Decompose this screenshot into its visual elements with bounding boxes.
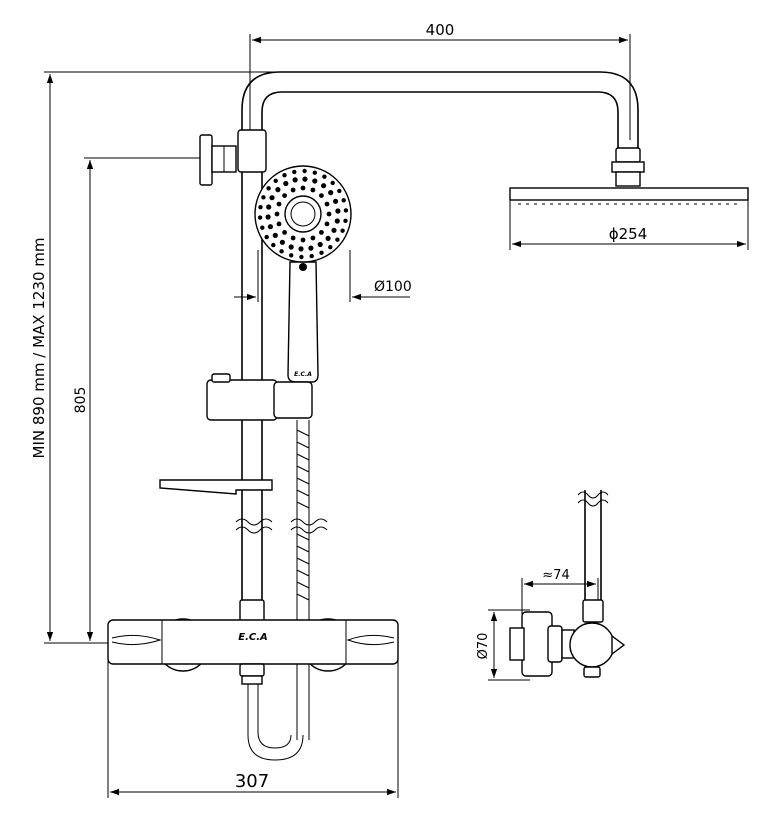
nozzle-dot	[273, 178, 278, 183]
nozzle-dot	[324, 201, 330, 207]
dimension-hand-shower-label: Ø100	[374, 279, 412, 295]
nozzle-dot	[310, 187, 316, 193]
nozzle-dot	[260, 225, 265, 230]
nozzle-dot	[274, 211, 280, 217]
nozzle-dot	[266, 204, 272, 210]
side-view	[509, 490, 626, 678]
nozzle-dot	[269, 195, 275, 201]
dimension-width-top-label: 400	[426, 21, 455, 39]
nozzle-dot	[308, 245, 314, 251]
dimension-body-diameter-label: Ø70	[476, 633, 491, 660]
wall-bracket	[199, 134, 237, 186]
dimension-hand-shower: Ø100	[234, 250, 412, 302]
nozzle-dot	[317, 241, 323, 248]
nozzle-dot	[258, 205, 263, 210]
nozzle-dot	[319, 193, 324, 199]
nozzle-dot	[290, 235, 296, 241]
dimension-height-fixed: 805	[73, 157, 215, 641]
soap-dish	[159, 479, 273, 495]
hand-shower-nozzles	[257, 168, 349, 260]
thermostatic-mixer: E.C.A	[107, 619, 399, 685]
nozzle-dot	[310, 235, 316, 241]
nozzle-dot	[341, 198, 346, 203]
nozzle-dot	[325, 235, 331, 241]
nozzle-dot	[334, 218, 340, 224]
nozzle-dot	[300, 237, 306, 243]
nozzle-dot	[271, 242, 276, 248]
nozzle-dot	[312, 170, 317, 175]
nozzle-dot	[279, 249, 284, 254]
nozzle-dot	[275, 187, 281, 193]
dimension-width-top: 400	[249, 21, 631, 140]
nozzle-dot	[267, 224, 273, 230]
nozzle-dot	[343, 218, 348, 223]
nozzle-dot	[340, 228, 345, 233]
shower-hose	[247, 420, 328, 761]
nozzle-dot	[289, 253, 294, 258]
nozzle-dot	[264, 234, 269, 240]
dimension-wall-offset: ≈74	[521, 568, 599, 616]
nozzle-dot	[299, 254, 304, 260]
dimension-mixer-width-label: 307	[235, 771, 269, 792]
nozzle-dot	[282, 193, 287, 199]
dimension-body-diameter: Ø70	[476, 609, 530, 681]
nozzle-dot	[326, 211, 332, 217]
dimension-height-range: MIN 890 mm / MAX 1230 mm	[30, 71, 280, 644]
nozzle-dot	[283, 180, 289, 187]
nozzle-dot	[328, 190, 334, 196]
nozzle-dot	[261, 195, 266, 200]
nozzle-dot	[343, 208, 349, 213]
nozzle-dot	[324, 221, 330, 227]
shower-arm	[241, 71, 639, 150]
nozzle-dot	[312, 178, 318, 184]
nozzle-dot	[337, 188, 342, 194]
dimension-mixer-width: 307	[107, 660, 399, 798]
nozzle-dot	[302, 176, 308, 182]
hand-shower: E.C.A	[254, 165, 352, 383]
nozzle-dot	[292, 177, 298, 183]
nozzle-dot	[330, 180, 335, 186]
nozzle-dot	[298, 246, 304, 252]
nozzle-dot	[265, 214, 271, 220]
nozzle-dot	[309, 253, 314, 259]
nozzle-dot	[282, 173, 287, 178]
nozzle-dot	[279, 239, 285, 245]
dimension-head-shower-label: ϕ254	[609, 225, 648, 243]
nozzle-dot	[319, 230, 324, 235]
nozzle-dot	[333, 198, 339, 204]
nozzle-dot	[257, 215, 263, 220]
dimension-height-fixed-label: 805	[73, 387, 89, 414]
riser-top-coupling	[237, 129, 267, 173]
nozzle-dot	[328, 245, 333, 250]
nozzle-dot	[276, 201, 282, 207]
nozzle-dot	[335, 237, 340, 242]
nozzle-dot	[335, 208, 341, 214]
head-shower	[509, 187, 749, 205]
dimension-height-range-label: MIN 890 mm / MAX 1230 mm	[30, 238, 48, 459]
nozzle-dot	[276, 221, 282, 227]
dimension-head-shower: ϕ254	[509, 200, 749, 250]
nozzle-dot	[321, 183, 327, 189]
nozzle-dot	[300, 185, 306, 191]
hand-shower-logo: E.C.A	[294, 371, 312, 378]
nozzle-dot	[266, 186, 271, 191]
nozzle-dot	[272, 232, 278, 238]
nozzle-dot	[282, 230, 287, 235]
nozzle-dot	[322, 174, 327, 179]
head-shower-connector	[611, 147, 645, 187]
riser-bottom-coupling	[239, 599, 265, 623]
nozzle-dot	[290, 187, 296, 193]
slide-holder	[206, 373, 313, 421]
dimension-wall-offset-label: ≈74	[542, 568, 569, 583]
nozzle-dot	[288, 244, 294, 250]
nozzle-dot	[302, 168, 307, 174]
mixer-logo: E.C.A	[238, 632, 268, 643]
nozzle-dot	[292, 169, 297, 175]
nozzle-dot	[319, 250, 324, 255]
nozzle-dot	[331, 227, 337, 233]
